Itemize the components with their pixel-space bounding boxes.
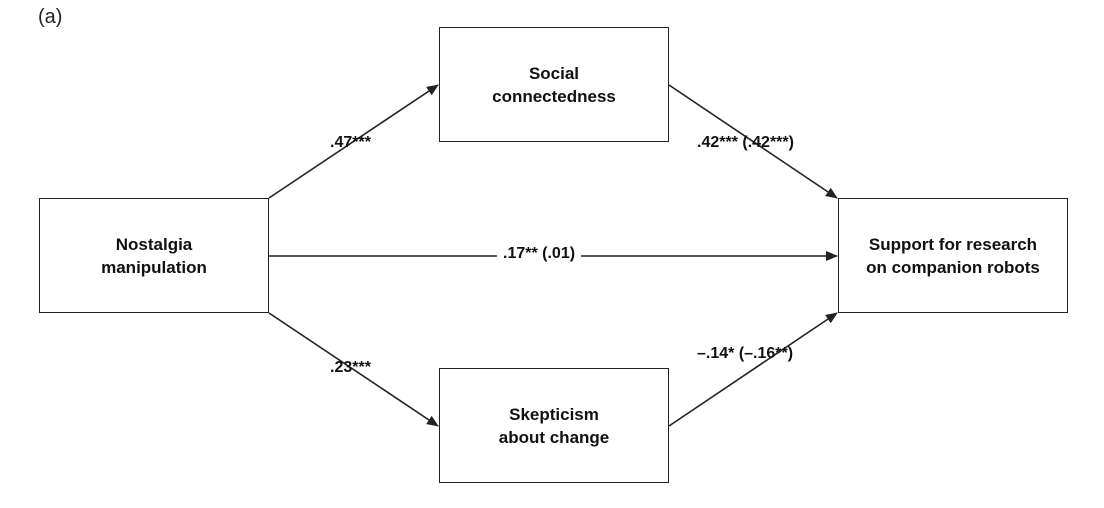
node-label-line: connectedness [492, 86, 616, 106]
coefficient-social-support: .42*** (.42***) [697, 134, 794, 151]
node-support-for-research: Support for research on companion robots [838, 198, 1068, 313]
arrow-nostalgia-to-skepticism [268, 312, 439, 427]
node-label-line: Skepticism [509, 404, 599, 424]
node-label-line: on companion robots [866, 257, 1040, 277]
arrow-skepticism-to-support [668, 312, 838, 427]
node-skepticism-about-change: Skepticism about change [439, 368, 669, 483]
arrow-social-to-support [668, 84, 838, 199]
node-label-line: Social [528, 63, 580, 83]
arrow-nostalgia-to-social [268, 84, 439, 199]
node-social-connectedness: Social connectedness [439, 27, 669, 142]
coefficient-nostalgia-skepticism: .23*** [330, 359, 371, 376]
node-label-line: Nostalgia [115, 234, 193, 254]
node-label-line: Support for research [868, 234, 1038, 254]
panel-label: (a) [38, 6, 63, 28]
node-label-line: manipulation [101, 257, 207, 277]
node-label-line: about change [498, 427, 610, 447]
coefficient-direct-effect: .17** (.01) [497, 245, 582, 263]
coefficient-skepticism-support: –.14* (–.16**) [697, 345, 794, 362]
coefficient-nostalgia-social: .47*** [330, 134, 371, 151]
node-nostalgia-manipulation: Nostalgia manipulation [39, 198, 269, 313]
